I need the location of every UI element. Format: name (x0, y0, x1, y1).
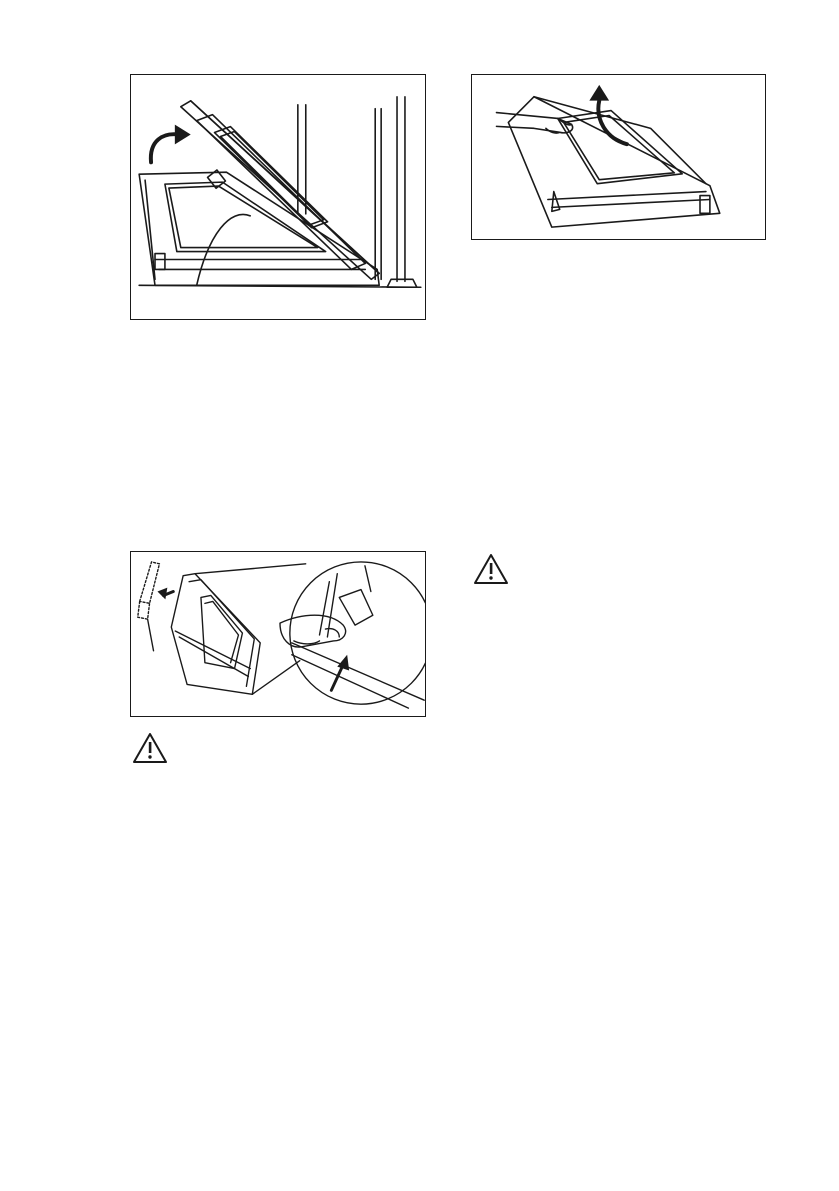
lift-arrow-icon (589, 85, 609, 101)
glass-panel-removal-illustration (131, 552, 425, 716)
figure-glass-panel-removal (130, 551, 426, 717)
glass-lift-illustration (472, 75, 765, 239)
pull-arrow-icon (157, 588, 167, 600)
figure-door-removal (130, 74, 426, 320)
door-removal-illustration (131, 75, 425, 319)
warning-icon (132, 732, 168, 764)
motion-arrow-icon (175, 125, 191, 145)
warning-icon (473, 553, 509, 585)
figure-glass-lift (471, 74, 766, 240)
